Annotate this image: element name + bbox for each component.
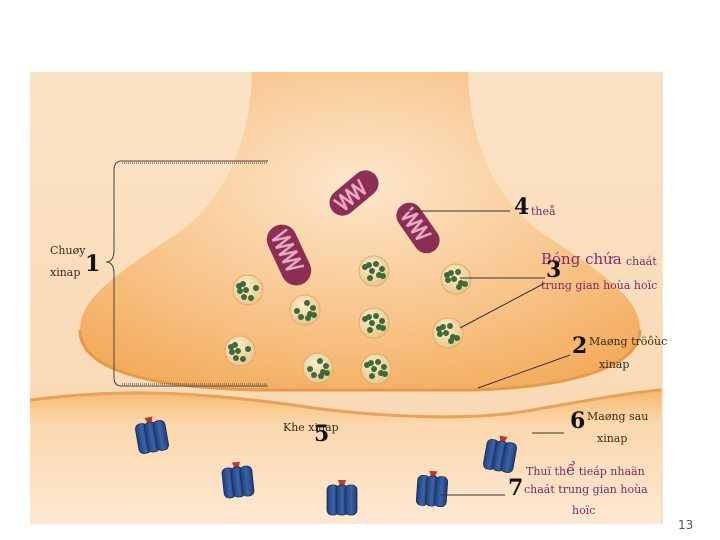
label-2-line2: xinap [599, 358, 630, 371]
label-3-suffix: chaát [626, 255, 657, 268]
vesicle [289, 294, 321, 326]
mitochondrion-2 [396, 202, 440, 254]
label-6-line1: Maøng sau [587, 410, 649, 423]
mitochondrion-3 [266, 224, 312, 286]
receptor [415, 470, 449, 508]
label-1-number: 1 [85, 251, 101, 277]
vesicle [224, 335, 256, 367]
bracket-1 [105, 160, 268, 387]
vesicle [302, 352, 334, 384]
label-4-number: 4 [514, 194, 530, 220]
receptor [483, 435, 517, 473]
receptor [326, 480, 358, 516]
postsynaptic-membrane-line [29, 388, 663, 419]
label-4-text: theå [531, 205, 556, 218]
label-7-line1-part3: tieáp nhaän [575, 465, 645, 478]
vesicle [440, 263, 472, 295]
label-7-line3: hoïc [572, 504, 596, 517]
receptor [135, 416, 169, 454]
label-2-number: 2 [572, 333, 588, 359]
label-5-text: Khe xinap [283, 421, 339, 434]
label-3-title: Bóng chứa [541, 250, 622, 268]
leader-3b [459, 282, 546, 329]
label-7-line1-part1: Thuï th [526, 465, 567, 478]
vesicle [358, 307, 390, 339]
vesicle [360, 353, 392, 385]
vesicles [224, 255, 472, 385]
postsynaptic-cell [30, 390, 662, 524]
vesicle [432, 317, 464, 349]
presynaptic-membrane [78, 329, 642, 392]
label-7-number: 7 [508, 475, 524, 501]
label-7-line1: Thuï thể tieáp nhaän [526, 461, 645, 479]
receptors [135, 416, 517, 516]
label-5-number: 5 [314, 421, 330, 447]
label-1-line2: xinap [50, 266, 81, 279]
label-6-line2: xinap [597, 432, 628, 445]
leader-lines [406, 210, 571, 496]
label-3-line2: trung gian hoùa hoïc [541, 279, 658, 292]
presynaptic-terminal [80, 72, 640, 390]
page-number: 13 [678, 518, 694, 532]
label-2-line1: Maøng tröôùc [589, 335, 668, 348]
label-1-line1: Chuøy [50, 244, 86, 257]
vesicle [358, 255, 390, 287]
receptor [221, 461, 255, 499]
label-3-number: 3 [546, 257, 562, 283]
mitochondrion-1 [329, 170, 379, 216]
label-6-number: 6 [570, 408, 586, 434]
label-7-line1-part2: ể [566, 461, 576, 479]
label-7-line2: chaát trung gian hoùa [524, 483, 648, 496]
leader-2 [477, 354, 571, 389]
vesicle [232, 274, 264, 306]
